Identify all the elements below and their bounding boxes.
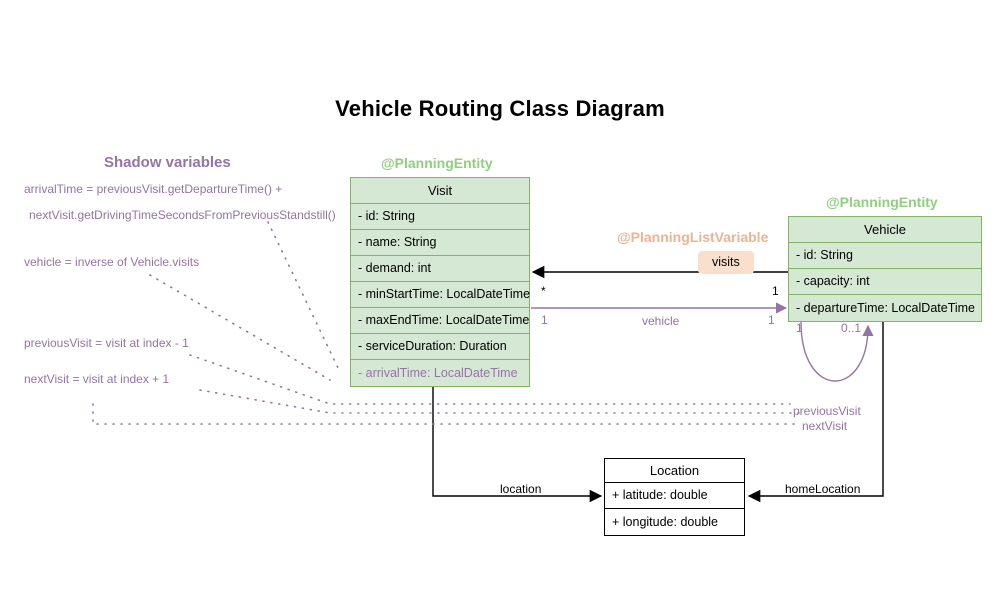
next-visit-edge-label: nextVisit	[802, 419, 848, 433]
location-edge-label: location	[500, 482, 542, 496]
visits-target-multiplicity: *	[541, 284, 546, 298]
shadow-note-previous-visit: previousVisit = visit at index - 1	[24, 336, 189, 350]
visit-attr-1: - name: String	[351, 230, 529, 256]
shadow-note-arrival-time-2: nextVisit.getDrivingTimeSecondsFromPrevi…	[29, 208, 336, 222]
vehicle-attr-0: - id: String	[789, 243, 981, 269]
visit-attr-3: - minStartTime: LocalDateTime	[351, 282, 530, 308]
shadow-note-next-visit: nextVisit = visit at index + 1	[24, 372, 170, 386]
edge-shadow-next-visit	[199, 389, 801, 414]
previous-visit-edge-label: previousVisit	[793, 404, 861, 418]
page-title: Vehicle Routing Class Diagram	[335, 96, 665, 121]
visits-source-multiplicity: 1	[772, 284, 779, 298]
edge-visits	[531, 260, 796, 279]
vehicle-target-multiplicity: 1	[768, 313, 775, 327]
edge-shadow-vehicle	[149, 274, 331, 381]
visit-class-name: Visit	[351, 178, 529, 204]
self-loop-left-multiplicity: 1	[796, 321, 803, 335]
visit-attr-5: - serviceDuration: Duration	[351, 334, 529, 360]
shadow-variables-heading: Shadow variables	[104, 154, 231, 171]
class-box-visit[interactable]: Visit - id: String - name: String - dema…	[350, 177, 530, 387]
self-loop-right-multiplicity: 0..1	[841, 321, 862, 335]
location-attr-1: + longitude: double	[612, 514, 718, 529]
visit-attr-2: - demand: int	[351, 256, 529, 282]
vehicle-source-multiplicity: 1	[541, 313, 548, 327]
visits-stereotype: @PlanningListVariable	[617, 229, 769, 245]
class-box-vehicle[interactable]: Vehicle - id: String - capacity: int - d…	[788, 216, 982, 322]
vehicle-class-name: Vehicle	[789, 217, 981, 243]
edge-shadow-lower-rail	[92, 403, 801, 425]
home-location-edge-label: homeLocation	[785, 482, 861, 496]
visit-attr-4: - maxEndTime: LocalDateTime	[351, 308, 529, 334]
edge-shadow-arrival-time	[267, 221, 341, 373]
shadow-note-vehicle: vehicle = inverse of Vehicle.visits	[24, 255, 200, 269]
location-class-name: Location	[605, 459, 744, 483]
visit-stereotype: @PlanningEntity	[381, 155, 493, 171]
location-attr-0: + latitude: double	[605, 483, 744, 509]
visit-attr-6-arrival-time: - arrivalTime: LocalDateTime	[358, 365, 518, 380]
shadow-note-arrival-time-1: arrivalTime = previousVisit.getDeparture…	[24, 182, 283, 196]
vehicle-stereotype: @PlanningEntity	[826, 194, 938, 210]
vehicle-attr-2: - departureTime: LocalDateTime	[796, 300, 976, 315]
visits-badge-label: visits	[698, 251, 754, 274]
vehicle-attr-1: - capacity: int	[789, 269, 981, 295]
visit-attr-0: - id: String	[351, 204, 529, 230]
edge-location	[432, 384, 603, 503]
class-box-location[interactable]: Location + latitude: double + longitude:…	[604, 458, 745, 536]
vehicle-edge-label: vehicle	[642, 314, 680, 328]
